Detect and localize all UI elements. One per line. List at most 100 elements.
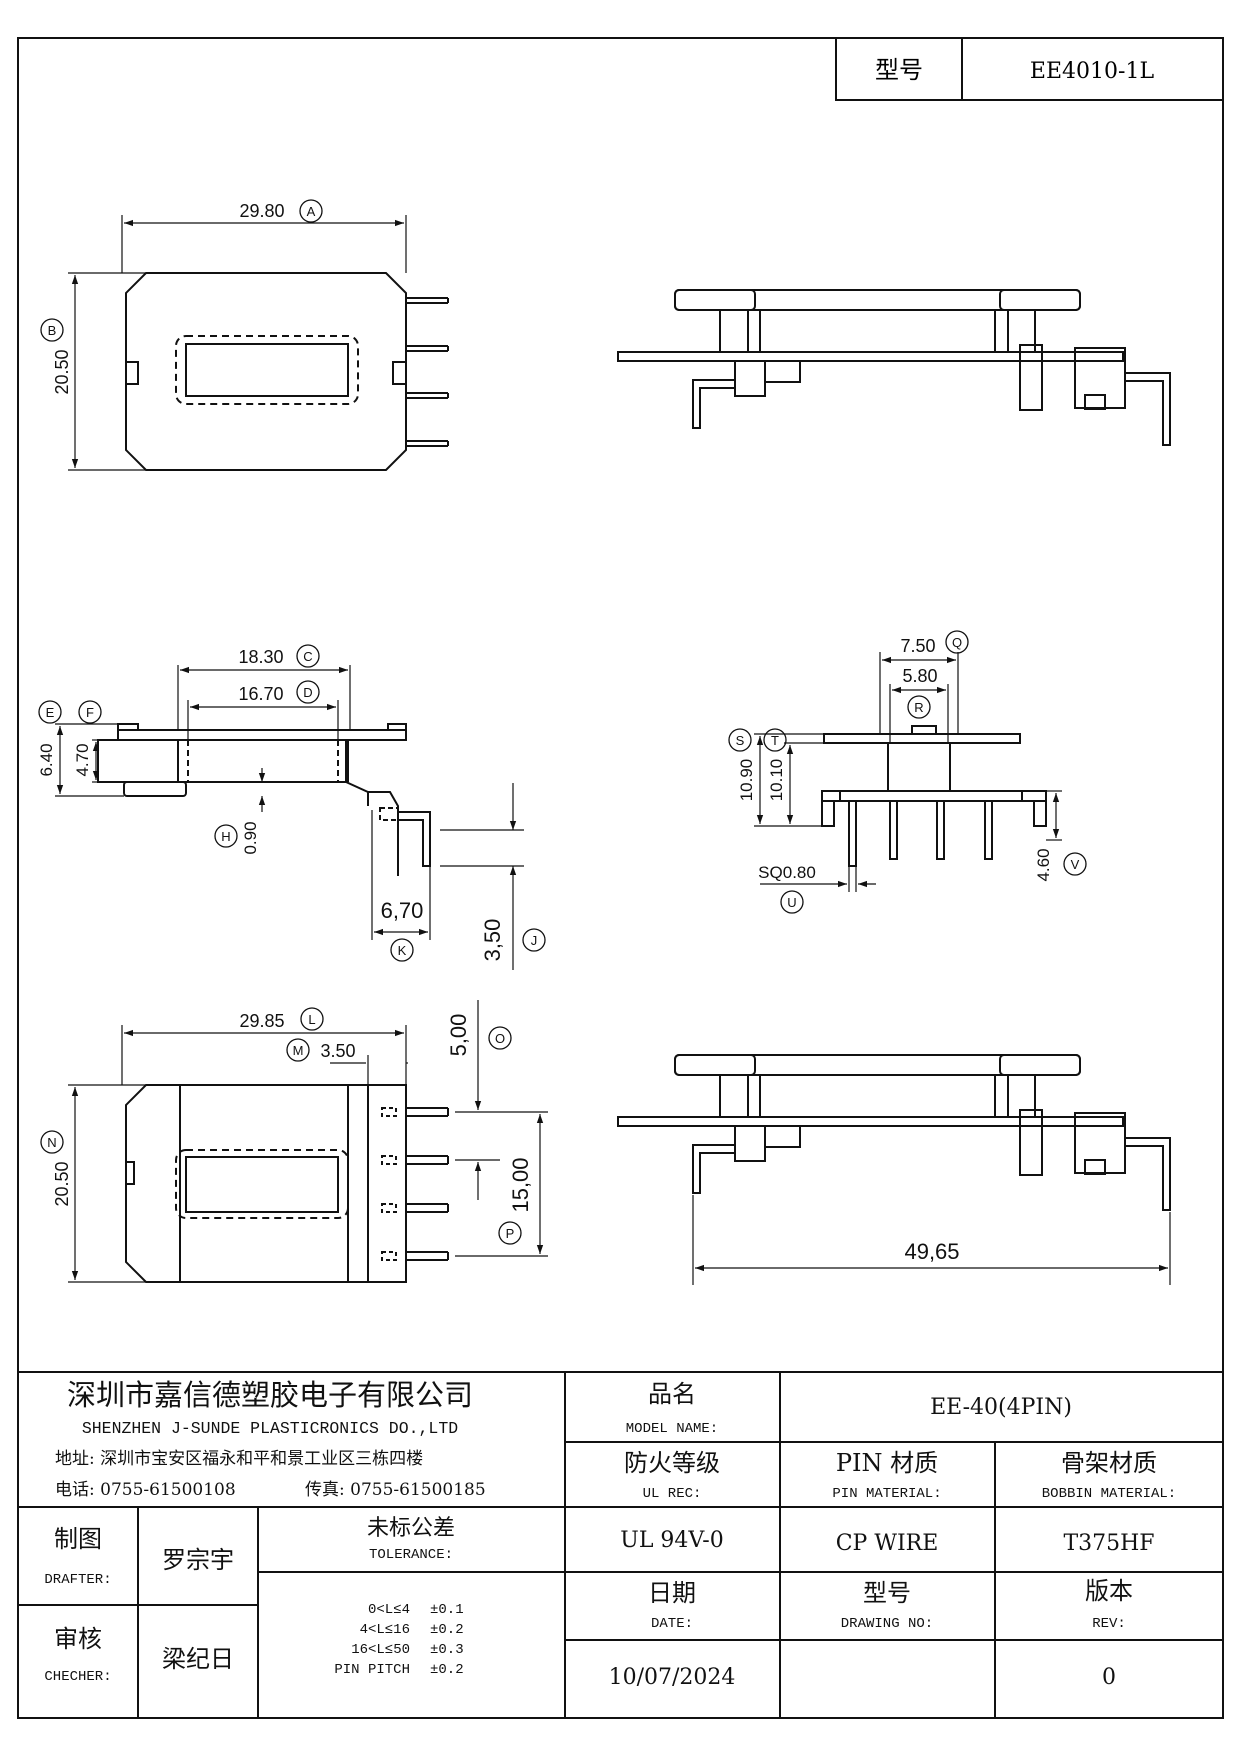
tag-o: O (488, 1026, 512, 1050)
svg-text:L: L (308, 1012, 315, 1027)
model-value: EE4010-1L (1030, 59, 1155, 84)
tag-v: V (1063, 852, 1087, 876)
pin-mat-cn: PIN 材质 (836, 1449, 938, 1477)
dim-l-value: 29.85 (239, 1011, 284, 1031)
tol-value: ±0.2 (430, 1662, 464, 1678)
company-en: SHENZHEN J-SUNDE PLASTICRONICS DO.,LTD (82, 1419, 458, 1438)
dim-q-value: 7.50 (900, 636, 935, 656)
pin-mat-en: PIN MATERIAL: (832, 1486, 941, 1502)
tag-u: U (780, 890, 804, 914)
checker-en: CHECHER: (44, 1669, 111, 1685)
model-name-cn: 品名 (648, 1380, 696, 1408)
tolerance-en: TOLERANCE: (369, 1547, 453, 1563)
ul-cn: 防火等级 (624, 1449, 720, 1477)
tolerance-table: 0<L≤4 ±0.1 4<L≤16 ±0.2 16<L≤50 ±0.3 PIN … (334, 1602, 463, 1678)
dim-k-value: 6,70 (381, 898, 424, 923)
svg-text:B: B (48, 323, 57, 338)
tag-r: R (907, 695, 931, 719)
dim-p-value: 15,00 (508, 1157, 533, 1212)
tol-value: ±0.1 (430, 1602, 464, 1618)
svg-text:T: T (771, 733, 779, 748)
tag-e: E (38, 700, 62, 724)
svg-text:E: E (46, 705, 55, 720)
svg-text:A: A (307, 204, 316, 219)
tag-b: B (40, 318, 64, 342)
sheet-border (17, 37, 1224, 1719)
checker-cn: 审核 (54, 1625, 102, 1653)
dim-o-value: 5,00 (446, 1014, 471, 1057)
tol-range: 0<L≤4 (368, 1602, 410, 1618)
model-name-value: EE-40(4PIN) (930, 1395, 1072, 1420)
tag-p: P (498, 1221, 522, 1245)
dim-m-value: 3.50 (320, 1041, 355, 1061)
dim-r-value: 5.80 (902, 666, 937, 686)
tol-range: 4<L≤16 (360, 1622, 410, 1638)
rev-cn: 版本 (1085, 1577, 1133, 1605)
drafter-cn: 制图 (54, 1525, 102, 1553)
svg-text:H: H (221, 829, 230, 844)
tag-k: K (390, 938, 414, 962)
bobbin-value: T375HF (1063, 1531, 1154, 1556)
svg-text:P: P (506, 1226, 515, 1241)
side-view-upper (617, 289, 1171, 446)
date-en: DATE: (651, 1616, 693, 1632)
tol-range: 16<L≤50 (351, 1642, 410, 1658)
header-box: 型号 EE4010-1L (835, 37, 1224, 101)
company-phone: 电话: 0755-61500108 (55, 1480, 236, 1500)
tol-value: ±0.2 (430, 1622, 464, 1638)
model-label: 型号 (875, 56, 923, 84)
company-address: 地址: 深圳市宝安区福永和平和景工业区三栋四楼 (55, 1449, 423, 1469)
drawing-no-cn: 型号 (863, 1579, 911, 1607)
tag-a: A (299, 199, 323, 223)
dim-b-value: 20.50 (52, 349, 72, 394)
end-view (754, 652, 1062, 892)
tag-j: J (522, 928, 546, 952)
tag-c: C (296, 644, 320, 668)
dim-v-value: 4.60 (1034, 848, 1053, 881)
tag-t: T (763, 728, 787, 752)
svg-text:Q: Q (952, 635, 962, 650)
date-cn: 日期 (648, 1579, 696, 1607)
bobbin-mat-cn: 骨架材质 (1061, 1449, 1157, 1477)
dim-d-value: 16.70 (238, 684, 283, 704)
tag-m: M (286, 1038, 310, 1062)
svg-text:K: K (398, 943, 407, 958)
dim-f-value: 4.70 (73, 743, 92, 776)
svg-text:D: D (303, 685, 312, 700)
pin-value: CP WIRE (836, 1531, 939, 1556)
rev-en: REV: (1092, 1616, 1126, 1632)
svg-text:S: S (736, 733, 745, 748)
front-view (55, 665, 524, 970)
svg-text:O: O (495, 1031, 505, 1046)
tolerance-cn: 未标公差 (367, 1516, 455, 1541)
bobbin-mat-en: BOBBIN MATERIAL: (1042, 1486, 1176, 1502)
svg-text:N: N (47, 1135, 56, 1150)
model-name-en: MODEL NAME: (626, 1421, 718, 1437)
svg-text:R: R (914, 700, 923, 715)
company-cn: 深圳市嘉信德塑胶电子有限公司 (67, 1378, 473, 1412)
dim-overall-value: 49,65 (904, 1239, 959, 1264)
rev-value: 0 (1102, 1665, 1116, 1690)
drawing-no-en: DRAWING NO: (841, 1616, 933, 1632)
dim-n-value: 20.50 (52, 1161, 72, 1206)
svg-text:V: V (1071, 857, 1080, 872)
dim-s-value: 10.90 (737, 759, 756, 802)
tag-l: L (300, 1007, 324, 1031)
ul-value: UL 94V-0 (620, 1528, 723, 1553)
top-view (68, 215, 449, 471)
ul-en: UL REC: (643, 1486, 702, 1502)
tag-d: D (296, 680, 320, 704)
dim-t-value: 10.10 (767, 759, 786, 802)
dim-e-value: 6.40 (37, 743, 56, 776)
svg-text:M: M (293, 1043, 304, 1058)
company-fax: 传真: 0755-61500185 (305, 1480, 486, 1500)
tol-range: PIN PITCH (334, 1662, 410, 1678)
svg-text:F: F (86, 705, 94, 720)
date-value: 10/07/2024 (609, 1665, 736, 1690)
side-view-lower (617, 1054, 1171, 1285)
tag-q: Q (945, 630, 969, 654)
tag-f: F (78, 700, 102, 724)
svg-text:J: J (531, 933, 538, 948)
tag-s: S (728, 728, 752, 752)
